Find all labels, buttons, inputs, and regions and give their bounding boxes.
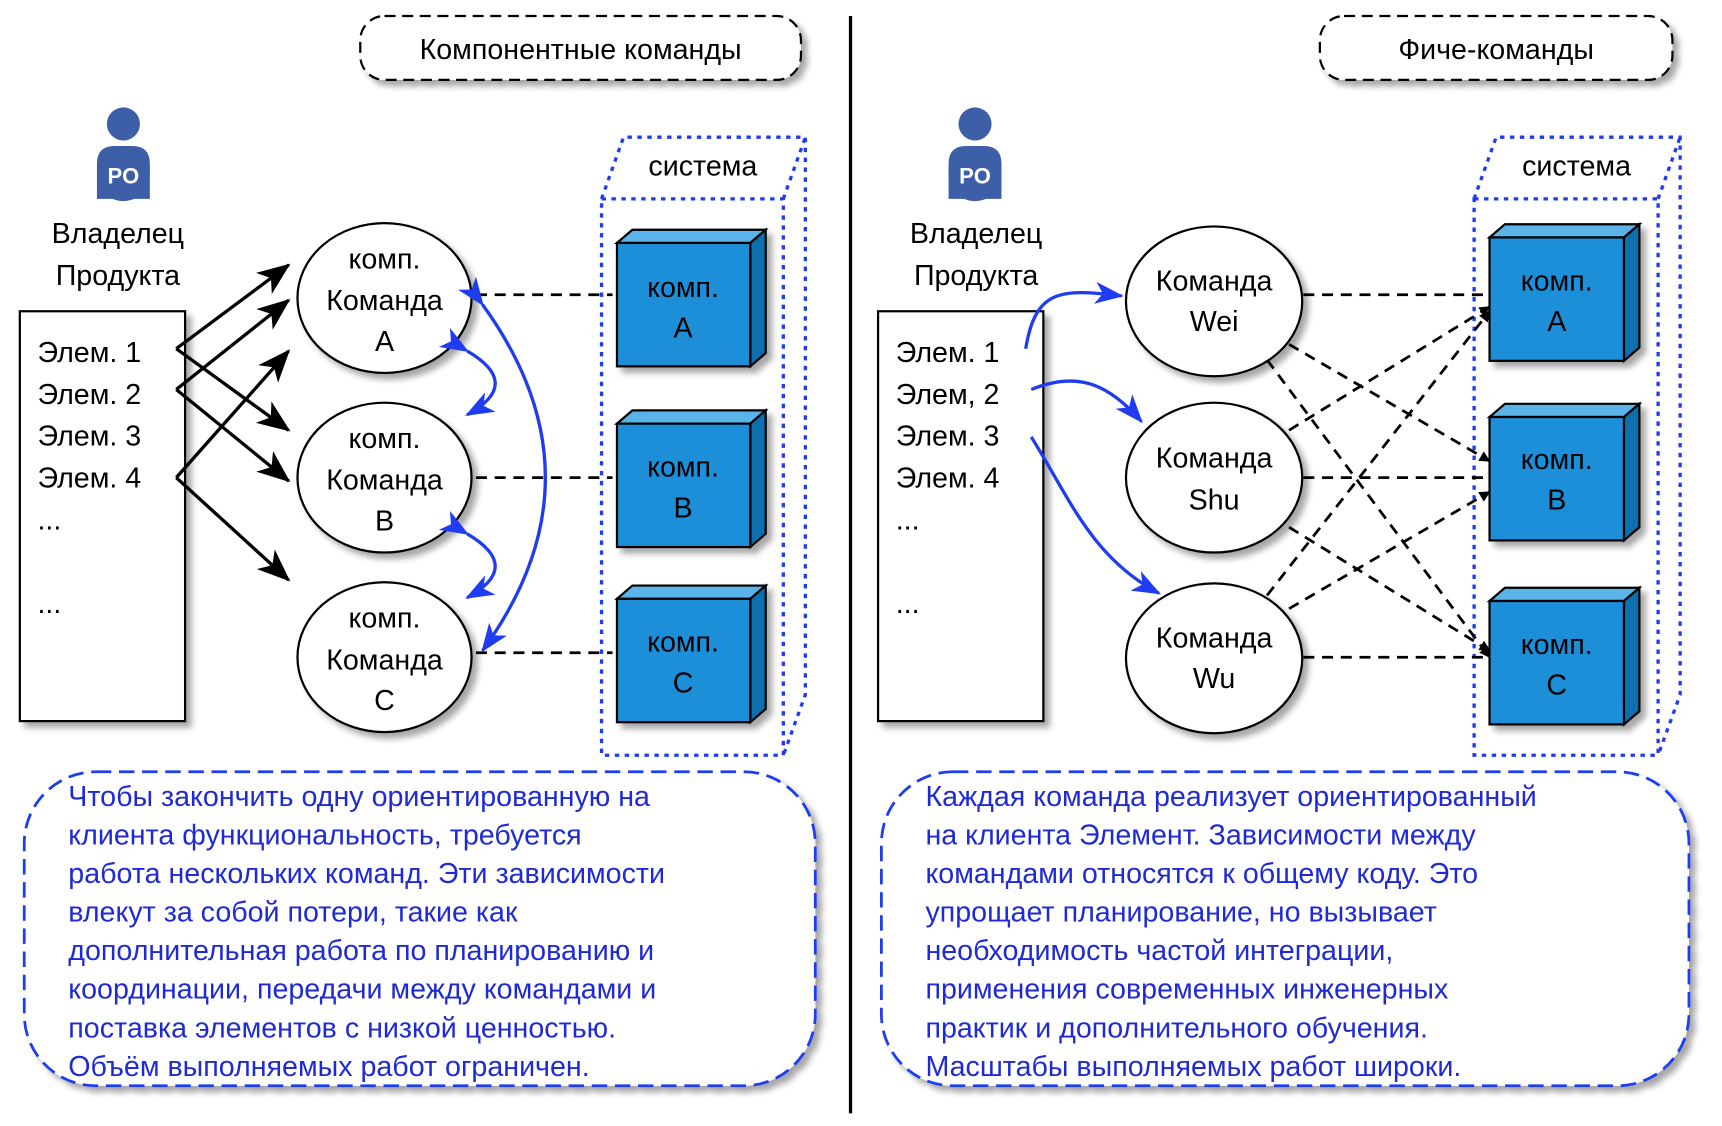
backlog-item: Элем, 2 (896, 379, 1000, 411)
left-title-box (359, 14, 803, 81)
po-badge: PO (959, 163, 991, 188)
backlog-box (18, 310, 187, 723)
team-label: Команда (1156, 265, 1273, 297)
backlog-item: Элем. 2 (37, 379, 141, 411)
team-coordination-arrows (438, 276, 547, 653)
team-label: Команда (326, 465, 443, 497)
team-label: A (375, 326, 395, 358)
left-system-label: система (648, 151, 757, 183)
left-system-container (599, 135, 808, 757)
left-note-text: Чтобы закончить одну ориентированную на … (68, 781, 665, 1083)
feature-team-wei (1124, 225, 1304, 378)
component-cube-b (613, 408, 769, 550)
team-label: Команда (1156, 622, 1273, 654)
team-label: C (374, 685, 395, 717)
note-line: практик и дополнительного обучения. (925, 1012, 1428, 1044)
note-line: командами относятся к общему коду. Это (925, 858, 1478, 890)
component-label: B (674, 492, 693, 524)
right-panel: Фиче-команды PO Владелец Продукта Элем. … (876, 14, 1691, 1088)
backlog-item: Элем. 3 (896, 421, 1000, 453)
team-label: Команда (326, 644, 443, 676)
backlog-item: ... (37, 504, 61, 536)
backlog-item: ... (896, 504, 920, 536)
team-label: Команда (1156, 443, 1273, 475)
component-cube-a (613, 227, 769, 369)
component-label: комп. (1521, 629, 1593, 661)
note-line: применения современных инженерных (925, 974, 1448, 1006)
feature-team-wu (1124, 582, 1304, 735)
component-cube-b (1486, 401, 1643, 543)
note-line: на клиента Элемент. Зависимости между (925, 819, 1476, 851)
component-label: C (673, 667, 694, 699)
backlog-item: Элем. 4 (896, 463, 1000, 495)
team-label: Wu (1193, 663, 1235, 695)
component-label: комп. (647, 272, 719, 304)
note-line: работа нескольких команд. Эти зависимост… (68, 858, 665, 890)
po-person-icon: PO (96, 107, 150, 202)
team-label: комп. (349, 423, 421, 455)
component-label: комп. (647, 627, 719, 659)
team-label: комп. (349, 243, 421, 275)
note-line: Масштабы выполняемых работ широки. (925, 1051, 1461, 1083)
component-team-c (296, 581, 473, 734)
owner-label-2: Продукта (914, 260, 1038, 292)
right-system-label: система (1522, 151, 1631, 183)
owner-label-1: Владелец (910, 218, 1042, 250)
component-cube-c (1486, 585, 1643, 727)
component-cube-a (1486, 221, 1643, 364)
note-line: клиента функциональность, требуется (68, 819, 581, 851)
note-line: необходимость частой интеграции, (925, 935, 1393, 967)
backlog-item: Элем. 4 (37, 463, 141, 495)
team-label: Wei (1190, 306, 1239, 338)
team-label: B (375, 505, 394, 537)
note-line: Каждая команда реализует ориентированный (925, 781, 1536, 813)
right-note-box (880, 770, 1691, 1088)
team-component-links (1265, 293, 1491, 659)
right-title-box (1318, 14, 1674, 81)
left-panel: Компонентные команды PO Владелец Продукт… (18, 14, 817, 1088)
component-label: A (674, 313, 694, 345)
po-badge: PO (107, 163, 139, 188)
note-line: дополнительная работа по планированию и (68, 935, 654, 967)
owner-label-2: Продукта (56, 260, 180, 292)
backlog-box (876, 310, 1045, 723)
note-line: поставка элементов с низкой ценностью. (68, 1012, 616, 1044)
backlog-item: Элем. 1 (37, 337, 141, 369)
component-label: B (1547, 485, 1566, 517)
note-line: влекут за собой потери, такие как (68, 897, 518, 929)
team-label: комп. (349, 602, 421, 634)
component-label: комп. (1521, 444, 1593, 476)
right-note-text: Каждая команда реализует ориентированный… (925, 781, 1536, 1083)
note-line: координации, передачи между командами и (68, 974, 656, 1006)
backlog-item: ... (896, 588, 920, 620)
backlog-item: Элем. 3 (37, 421, 141, 453)
po-person-icon: PO (948, 107, 1002, 202)
component-label: C (1546, 670, 1567, 702)
note-line: Объём выполняемых работ ограничен. (68, 1051, 589, 1083)
left-title: Компонентные команды (420, 34, 742, 66)
backlog-item: ... (37, 588, 61, 620)
note-line: Чтобы закончить одну ориентированную на (68, 781, 650, 813)
owner-label-1: Владелец (52, 218, 184, 250)
component-label: комп. (1521, 265, 1593, 297)
backlog-item: Элем. 1 (896, 337, 1000, 369)
feature-team-shu (1124, 401, 1304, 554)
component-label: A (1547, 306, 1567, 338)
note-line: упрощает планирование, но вызывает (925, 897, 1436, 929)
backlog-to-team-arrows (175, 263, 291, 582)
team-label: Команда (326, 285, 443, 317)
component-label: комп. (647, 452, 719, 484)
right-title: Фиче-команды (1398, 34, 1594, 66)
team-label: Shu (1189, 485, 1240, 517)
feature-assignment-arrows (1024, 281, 1161, 595)
left-note-box (22, 770, 817, 1088)
component-cube-c (613, 583, 769, 725)
